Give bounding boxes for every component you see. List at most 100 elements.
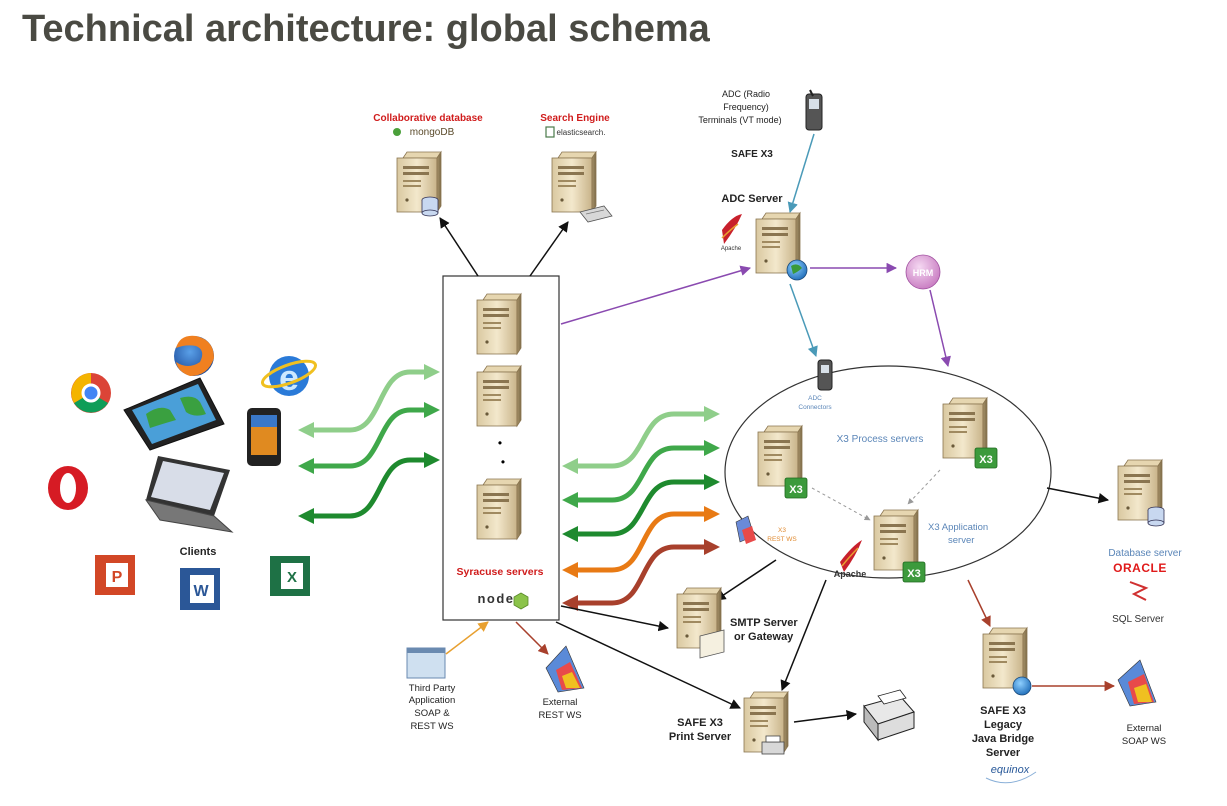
x3-rest-label-2: REST WS — [767, 536, 797, 543]
safe-x3-top-label: SAFE X3 — [731, 149, 773, 160]
internet-explorer-icon: e — [261, 356, 317, 398]
ellipsis-dot-2: • — [501, 455, 505, 469]
smtp-label-2: or Gateway — [734, 631, 794, 643]
sql-server-icon — [1129, 581, 1149, 601]
legacy-label-2: Legacy — [984, 719, 1023, 731]
laptop-icon — [144, 456, 234, 533]
svg-text:W: W — [193, 583, 209, 600]
dashed-arrow-process-1 — [811, 487, 871, 521]
legacy-globe-icon — [1012, 676, 1032, 696]
arrow-x3-to-database — [1046, 487, 1110, 504]
collaborative-database-label: Collaborative database — [373, 113, 483, 124]
database-server-node: Database server ORACLE SQL Server — [1108, 459, 1182, 625]
elasticsearch-icon — [545, 126, 555, 138]
nodejs-label: node — [477, 591, 514, 606]
arrow-print-to-printer — [793, 710, 858, 723]
arrow-hrm-to-x3 — [929, 289, 951, 368]
syracuse-servers-label: Syracuse servers — [457, 566, 544, 578]
clients-group: e Clients — [48, 335, 317, 610]
arrow-third-party-to-syracuse — [445, 621, 489, 655]
opera-icon — [48, 466, 88, 510]
legacy-label-4: Server — [986, 747, 1021, 759]
x3-app-server-label-1: X3 Application — [928, 522, 988, 533]
excel-icon: X — [270, 556, 310, 596]
third-party-node: Third Party Application SOAP & REST WS — [406, 647, 456, 732]
arrow-x3-green — [561, 439, 721, 509]
adc-server-node: ADC Server Apache — [721, 193, 808, 281]
arrow-x3-to-print — [780, 579, 827, 691]
collaborative-database-node: Collaborative database mongoDB — [373, 113, 483, 217]
chrome-icon — [71, 373, 111, 413]
adc-server-label: ADC Server — [721, 193, 783, 205]
arrow-x3-dark-green — [561, 473, 721, 543]
database-cylinder-icon-2 — [1147, 506, 1165, 527]
apache-feather-icon — [721, 214, 742, 244]
x3-badge-icon-2 — [974, 447, 998, 469]
adc-terminals-label-2: Frequency) — [723, 102, 769, 112]
keyboard-icon — [579, 205, 613, 223]
syracuse-server-2-icon — [476, 365, 522, 427]
arrow-syracuse-to-print — [555, 621, 741, 709]
print-server-label-2: Print Server — [669, 731, 732, 743]
x3-rest-label-1: X3 — [778, 527, 786, 534]
arrow-x3-to-legacy — [967, 579, 991, 627]
search-engine-node: Search Engine elasticsearch. — [540, 113, 613, 223]
print-server-printer-icon — [761, 735, 785, 755]
arrow-syracuse-to-elasticsearch — [529, 221, 569, 277]
syracuse-servers-node: • • Syracuse servers node — [442, 275, 560, 621]
search-engine-server-icon — [551, 151, 597, 213]
legacy-server-node: SAFE X3 Legacy Java Bridge Server equino… — [972, 627, 1037, 784]
ellipsis-dot-1: • — [498, 436, 502, 450]
arrow-adc-to-connectors — [789, 283, 818, 357]
external-soap-ws-icon — [1117, 659, 1157, 707]
print-server-node: SAFE X3 Print Server — [669, 691, 789, 755]
smtp-server-node: SMTP Server or Gateway — [676, 587, 798, 659]
hrm-circle-icon — [905, 254, 941, 290]
arrow-x3-orange — [561, 505, 721, 579]
hrm-node: HRM — [905, 254, 941, 290]
x3-application-server-icon — [873, 509, 919, 571]
clients-syracuse-arrows — [297, 363, 441, 525]
external-rest-node: External REST WS — [538, 645, 585, 721]
syracuse-x3-arrows — [561, 405, 721, 612]
word-icon: W — [180, 568, 220, 610]
powerpoint-icon: P — [95, 555, 135, 595]
firefox-icon — [174, 335, 214, 376]
external-soap-label-2: SOAP WS — [1122, 736, 1166, 747]
equinox-swoosh-icon — [985, 771, 1037, 784]
arrow-syracuse-to-adc-server — [560, 265, 752, 325]
equinox-label: equinox — [991, 764, 1030, 776]
adc-connectors-label-1: ADC — [808, 395, 822, 402]
third-party-label-1: Third Party — [409, 683, 456, 694]
x3-cluster: ADC Connectors X3 Process servers X3 App… — [724, 359, 1052, 583]
handheld-terminal-icon — [805, 89, 823, 131]
mail-envelope-icon — [699, 629, 725, 659]
nodejs-hex-icon — [513, 592, 529, 610]
svg-text:X: X — [287, 569, 297, 586]
tablet-icon — [123, 377, 225, 451]
legacy-label-3: Java Bridge — [972, 733, 1034, 745]
page-title: Technical architecture: global schema — [22, 8, 710, 50]
adc-terminals-label-1: ADC (Radio — [722, 89, 770, 99]
hrm-label: HRM — [913, 268, 934, 278]
x3-process-server-1-icon — [757, 425, 803, 487]
arrow-x3-brown — [561, 538, 721, 612]
database-server-label: Database server — [1108, 548, 1182, 559]
dashed-arrow-process-2 — [907, 469, 941, 505]
svg-text:P: P — [112, 569, 123, 586]
database-cylinder-icon — [421, 196, 439, 217]
syracuse-server-3-icon — [476, 478, 522, 540]
arrow-client-dark-green — [297, 451, 441, 525]
apache-app-label: Apache — [834, 569, 867, 579]
search-engine-label: Search Engine — [540, 113, 610, 124]
mongodb-label: mongoDB — [410, 127, 455, 138]
arrow-syracuse-to-smtp — [560, 605, 670, 632]
adc-terminals-node: ADC (Radio Frequency) Terminals (VT mode… — [698, 89, 823, 160]
arrow-terminals-to-adc — [787, 133, 815, 214]
third-party-label-4: REST WS — [410, 721, 453, 732]
oracle-label: ORACLE — [1113, 561, 1167, 575]
apache-app-feather-icon — [840, 540, 862, 572]
smartphone-icon — [247, 408, 281, 466]
